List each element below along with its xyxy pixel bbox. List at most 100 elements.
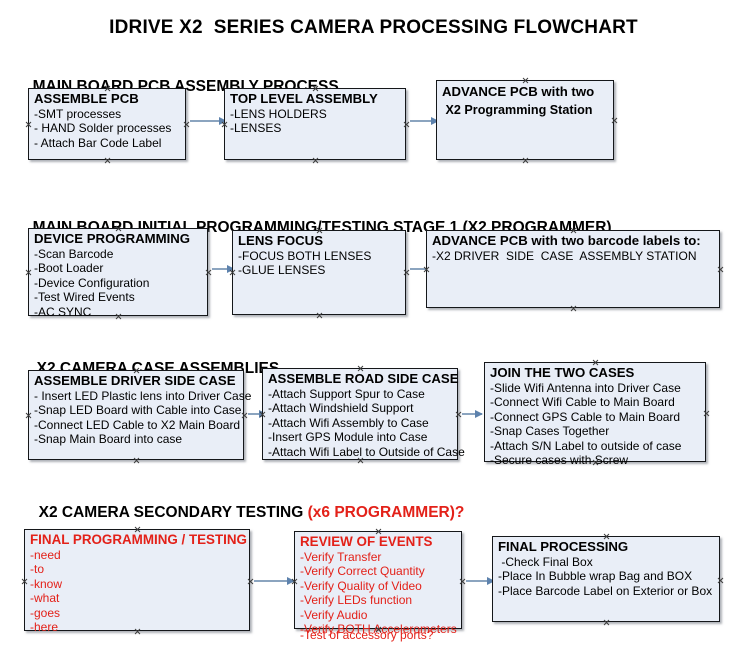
connector-handle-right[interactable] xyxy=(703,410,710,417)
arrow-device-programming-to-lens-focus xyxy=(212,264,235,273)
node-lens-focus[interactable]: LENS FOCUS -FOCUS BOTH LENSES -GLUE LENS… xyxy=(232,230,406,315)
node-title: DEVICE PROGRAMMING xyxy=(34,231,191,246)
connector-handle-right[interactable] xyxy=(241,412,248,419)
connector-handle-right[interactable] xyxy=(403,269,410,276)
node-line: -Verify Transfer xyxy=(300,550,382,564)
node-title: ASSEMBLE ROAD SIDE CASE xyxy=(268,371,459,386)
connector-handle-right[interactable] xyxy=(611,117,618,124)
node-line: - Insert LED Plastic lens into Driver Ca… xyxy=(34,389,252,403)
node-line: -Place In Bubble wrap Bag and BOX xyxy=(498,569,693,584)
node-line: -LENSES xyxy=(230,121,282,136)
node-line: -Connect LED Cable to X2 Main Board xyxy=(34,417,241,432)
node-line: -Attach Windshield Support xyxy=(268,401,414,416)
node-line: -Attach S/N Label to outside of case xyxy=(490,438,682,453)
connector-handle-right[interactable] xyxy=(403,121,410,128)
node-line: -Attach Wifi Label to Outside of Case xyxy=(268,444,465,459)
node-overflow-line: -Test of accessory ports? xyxy=(300,628,434,642)
section-heading-4-text: X2 CAMERA SECONDARY TESTING xyxy=(38,504,308,521)
node-assemble-pcb[interactable]: ASSEMBLE PCB -SMT processes - HAND Solde… xyxy=(28,88,186,160)
node-line: -need xyxy=(30,548,61,562)
node-line: -SMT processes xyxy=(34,107,122,121)
node-line: -Place Barcode Label on Exterior or Box xyxy=(498,583,713,598)
page-title: IDRIVE X2 SERIES CAMERA PROCESSING FLOWC… xyxy=(109,17,638,38)
connector-handle-bottom[interactable] xyxy=(603,619,610,626)
node-line: -Verify Quality of Video xyxy=(300,578,422,593)
node-line: X2 Programming Station xyxy=(442,102,593,117)
node-line: -Scan Barcode xyxy=(34,247,114,261)
node-line: -know xyxy=(30,576,63,591)
node-line: -here xyxy=(30,620,59,635)
node-title: FINAL PROGRAMMING / TESTING xyxy=(30,532,247,547)
node-line: -Snap Main Board into case xyxy=(34,432,183,447)
node-final-programming-testing[interactable]: FINAL PROGRAMMING / TESTING -need -to -k… xyxy=(21,529,250,635)
node-line: -Test Wired Events xyxy=(34,290,135,305)
connector-handle-left[interactable] xyxy=(25,412,32,419)
node-join-the-two-cases[interactable]: JOIN THE TWO CASES -Slide Wifi Antenna i… xyxy=(484,362,706,467)
node-review-of-events[interactable]: REVIEW OF EVENTS -Verify Transfer -Verif… xyxy=(294,531,462,642)
node-line: -Connect Wifi Cable to Main Board xyxy=(490,395,675,410)
arrow-top-level-to-advance-pcb xyxy=(410,116,439,125)
node-line: - HAND Solder processes xyxy=(34,121,172,136)
node-advance-pcb-programming-station[interactable]: ADVANCE PCB with two X2 Programming Stat… xyxy=(436,80,614,160)
connector-handle-right[interactable] xyxy=(455,411,462,418)
node-line: -Verify LEDs function xyxy=(300,593,413,608)
node-device-programming[interactable]: DEVICE PROGRAMMING -Scan Barcode -Boot L… xyxy=(25,228,208,319)
connector-handle-bottom[interactable] xyxy=(522,157,529,164)
node-line: -AC SYNC xyxy=(34,304,92,319)
connector-handle-bottom[interactable] xyxy=(104,157,111,164)
node-final-processing[interactable]: FINAL PROCESSING -Check Final Box -Place… xyxy=(492,536,720,622)
node-line: -Connect GPS Cable to Main Board xyxy=(490,409,681,424)
node-line: -to xyxy=(30,562,45,577)
connector-handle-left[interactable] xyxy=(25,121,32,128)
node-line: -Check Final Box xyxy=(498,555,593,569)
node-line: -what xyxy=(30,591,60,606)
node-line: -Device Configuration xyxy=(34,275,150,290)
node-title: ASSEMBLE PCB xyxy=(34,91,139,106)
node-line: -Attach Support Spur to Case xyxy=(268,387,425,401)
node-title: TOP LEVEL ASSEMBLY xyxy=(230,91,378,106)
node-assemble-driver-side-case[interactable]: ASSEMBLE DRIVER SIDE CASE - Insert LED P… xyxy=(25,370,252,460)
node-title: REVIEW OF EVENTS xyxy=(300,534,433,549)
node-title: LENS FOCUS xyxy=(238,233,323,248)
node-title: ADVANCE PCB with two xyxy=(442,84,595,99)
node-title: ADVANCE PCB with two barcode labels to: xyxy=(432,233,701,248)
connector-handle-bottom[interactable] xyxy=(570,305,577,312)
arrow-road-case-to-join-cases xyxy=(462,409,483,418)
connector-handle-bottom[interactable] xyxy=(133,457,140,464)
node-line: -goes xyxy=(30,605,61,620)
arrow-review-events-to-final-processing xyxy=(466,576,495,585)
connector-handle-right[interactable] xyxy=(459,578,466,585)
node-line: -Slide Wifi Antenna into Driver Case xyxy=(490,381,681,395)
connector-handle-right[interactable] xyxy=(205,269,212,276)
node-line: -Boot Loader xyxy=(34,261,104,276)
node-line: -GLUE LENSES xyxy=(238,263,326,278)
arrow-final-programming-to-review-events xyxy=(254,576,295,585)
node-top-level-assembly[interactable]: TOP LEVEL ASSEMBLY -LENS HOLDERS -LENSES xyxy=(224,88,406,160)
node-line: -Verify Audio xyxy=(300,607,368,622)
node-line: -LENS HOLDERS xyxy=(230,107,327,121)
node-line: - Attach Bar Code Label xyxy=(34,135,162,150)
node-title: ASSEMBLE DRIVER SIDE CASE xyxy=(34,373,236,388)
node-line: -Attach Wifi Assembly to Case xyxy=(268,415,429,430)
node-line: -Snap LED Board with Cable into Case xyxy=(34,403,242,418)
arrow-assemble-pcb-to-top-level xyxy=(190,116,227,125)
node-line: -FOCUS BOTH LENSES xyxy=(238,249,372,263)
connector-handle-left[interactable] xyxy=(25,269,32,276)
node-advance-pcb-driver-side-station[interactable]: ADVANCE PCB with two barcode labels to: … xyxy=(426,230,720,308)
connector-handle-right[interactable] xyxy=(183,121,190,128)
connector-handle-bottom[interactable] xyxy=(312,157,319,164)
section-heading-4: X2 CAMERA SECONDARY TESTING (x6 PROGRAMM… xyxy=(30,486,465,522)
connector-handle-left[interactable] xyxy=(21,578,28,585)
connector-handle-right[interactable] xyxy=(717,577,724,584)
node-line: -Verify Correct Quantity xyxy=(300,564,425,579)
connector-handle-right[interactable] xyxy=(717,266,724,273)
connector-handle-bottom[interactable] xyxy=(316,312,323,319)
section-heading-4-accent: (x6 PROGRAMMER)? xyxy=(307,504,465,521)
node-assemble-road-side-case[interactable]: ASSEMBLE ROAD SIDE CASE -Attach Support … xyxy=(262,368,465,460)
connector-handle-right[interactable] xyxy=(247,578,254,585)
node-line: -Verify BOTH Accelerometers xyxy=(300,622,457,637)
node-line: -Snap Cases Together xyxy=(490,424,610,439)
node-line: -Insert GPS Module into Case xyxy=(268,430,428,445)
node-title: JOIN THE TWO CASES xyxy=(490,365,635,380)
node-line: -X2 DRIVER SIDE CASE ASSEMBLY STATION xyxy=(432,249,697,263)
